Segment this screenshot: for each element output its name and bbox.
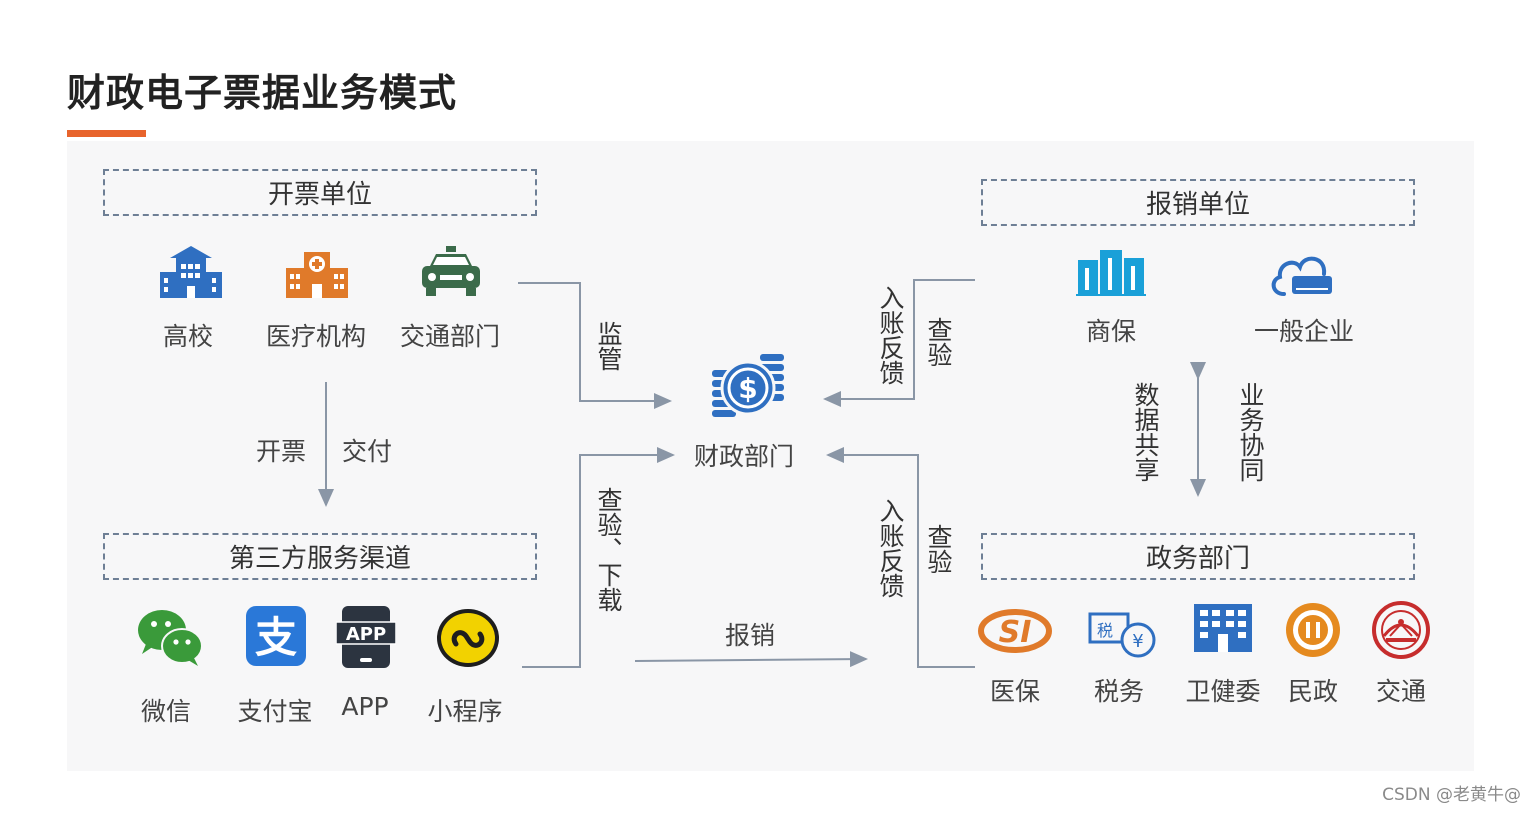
reimburse-arrow	[634, 651, 868, 668]
issuer-label-transport: 交通部门	[399, 322, 500, 351]
tax-icon: 税 ¥	[1088, 612, 1156, 658]
gov-label-civil: 民政	[1287, 677, 1338, 706]
alipay-icon: 支	[246, 606, 306, 666]
mini-program-icon	[437, 609, 499, 667]
transport-seal-icon	[1372, 601, 1430, 659]
gov-label-tax: 税务	[1093, 677, 1144, 706]
wechat-icon	[138, 610, 203, 666]
supervise-line	[518, 282, 672, 409]
medical-insurance-icon: SI	[978, 609, 1052, 653]
issuer-label-hospital: 医疗机构	[265, 322, 366, 351]
gov-label-health: 卫健委	[1185, 677, 1261, 706]
channel-label-app: APP	[341, 692, 389, 721]
feedback-bottom-label: 入账反馈	[876, 498, 905, 598]
health-building-icon	[1194, 604, 1252, 652]
office-building-icon	[1076, 250, 1146, 296]
page-title: 财政电子票据业务模式	[67, 71, 458, 115]
title-underline	[67, 130, 146, 137]
gov-label-transport: 交通	[1375, 677, 1426, 706]
data-share-label: 数据共享	[1131, 382, 1160, 482]
svg-text:$: $	[738, 372, 757, 405]
reimburse-label-insurance: 商保	[1085, 317, 1136, 346]
svg-text:SI: SI	[999, 615, 1032, 650]
diagram-panel	[67, 141, 1474, 771]
civil-affairs-icon	[1286, 603, 1340, 657]
hospital-icon	[286, 252, 348, 298]
third-party-group-box: 第三方服务渠道	[103, 533, 537, 580]
channel-label-wechat: 微信	[140, 697, 191, 726]
watermark: CSDN @老黄牛@	[1382, 785, 1521, 805]
svg-text:APP: APP	[346, 624, 386, 645]
verify-bottom-label: 查验	[924, 524, 953, 574]
reimburse-group-box: 报销单位	[981, 179, 1415, 226]
verify-download-label: 查验、下载	[594, 487, 623, 612]
verify-top-label: 查验	[924, 317, 953, 367]
svg-text:税: 税	[1097, 621, 1113, 640]
deliver-label: 交付	[342, 437, 393, 466]
biz-collab-label: 业务协同	[1236, 382, 1265, 482]
channel-label-alipay: 支付宝	[237, 697, 313, 726]
reimburse-label: 报销	[725, 621, 776, 650]
app-icon: APP	[336, 606, 396, 668]
supervise-label: 监管	[594, 321, 623, 371]
verify-download-line	[522, 447, 675, 668]
issuer-label-school: 高校	[162, 322, 213, 351]
feedback-top-line	[823, 279, 975, 407]
center-label: 财政部门	[693, 442, 794, 471]
issuer-group-box: 开票单位	[103, 169, 537, 216]
reimburse-label-enterprise: 一般企业	[1253, 317, 1354, 346]
feedback-bottom-line	[826, 447, 975, 668]
car-icon	[422, 246, 480, 296]
channel-label-miniprogram: 小程序	[427, 697, 503, 726]
gov-label-medical-insurance: 医保	[989, 677, 1040, 706]
cloud-icon	[1271, 256, 1332, 296]
svg-text:¥: ¥	[1132, 631, 1143, 652]
issue-label: 开票	[256, 437, 307, 466]
school-building-icon	[160, 246, 222, 298]
money-coins-icon: $	[712, 354, 784, 417]
feedback-top-label: 入账反馈	[876, 285, 905, 385]
gov-group-box: 政务部门	[981, 533, 1415, 580]
svg-text:支: 支	[255, 613, 297, 662]
